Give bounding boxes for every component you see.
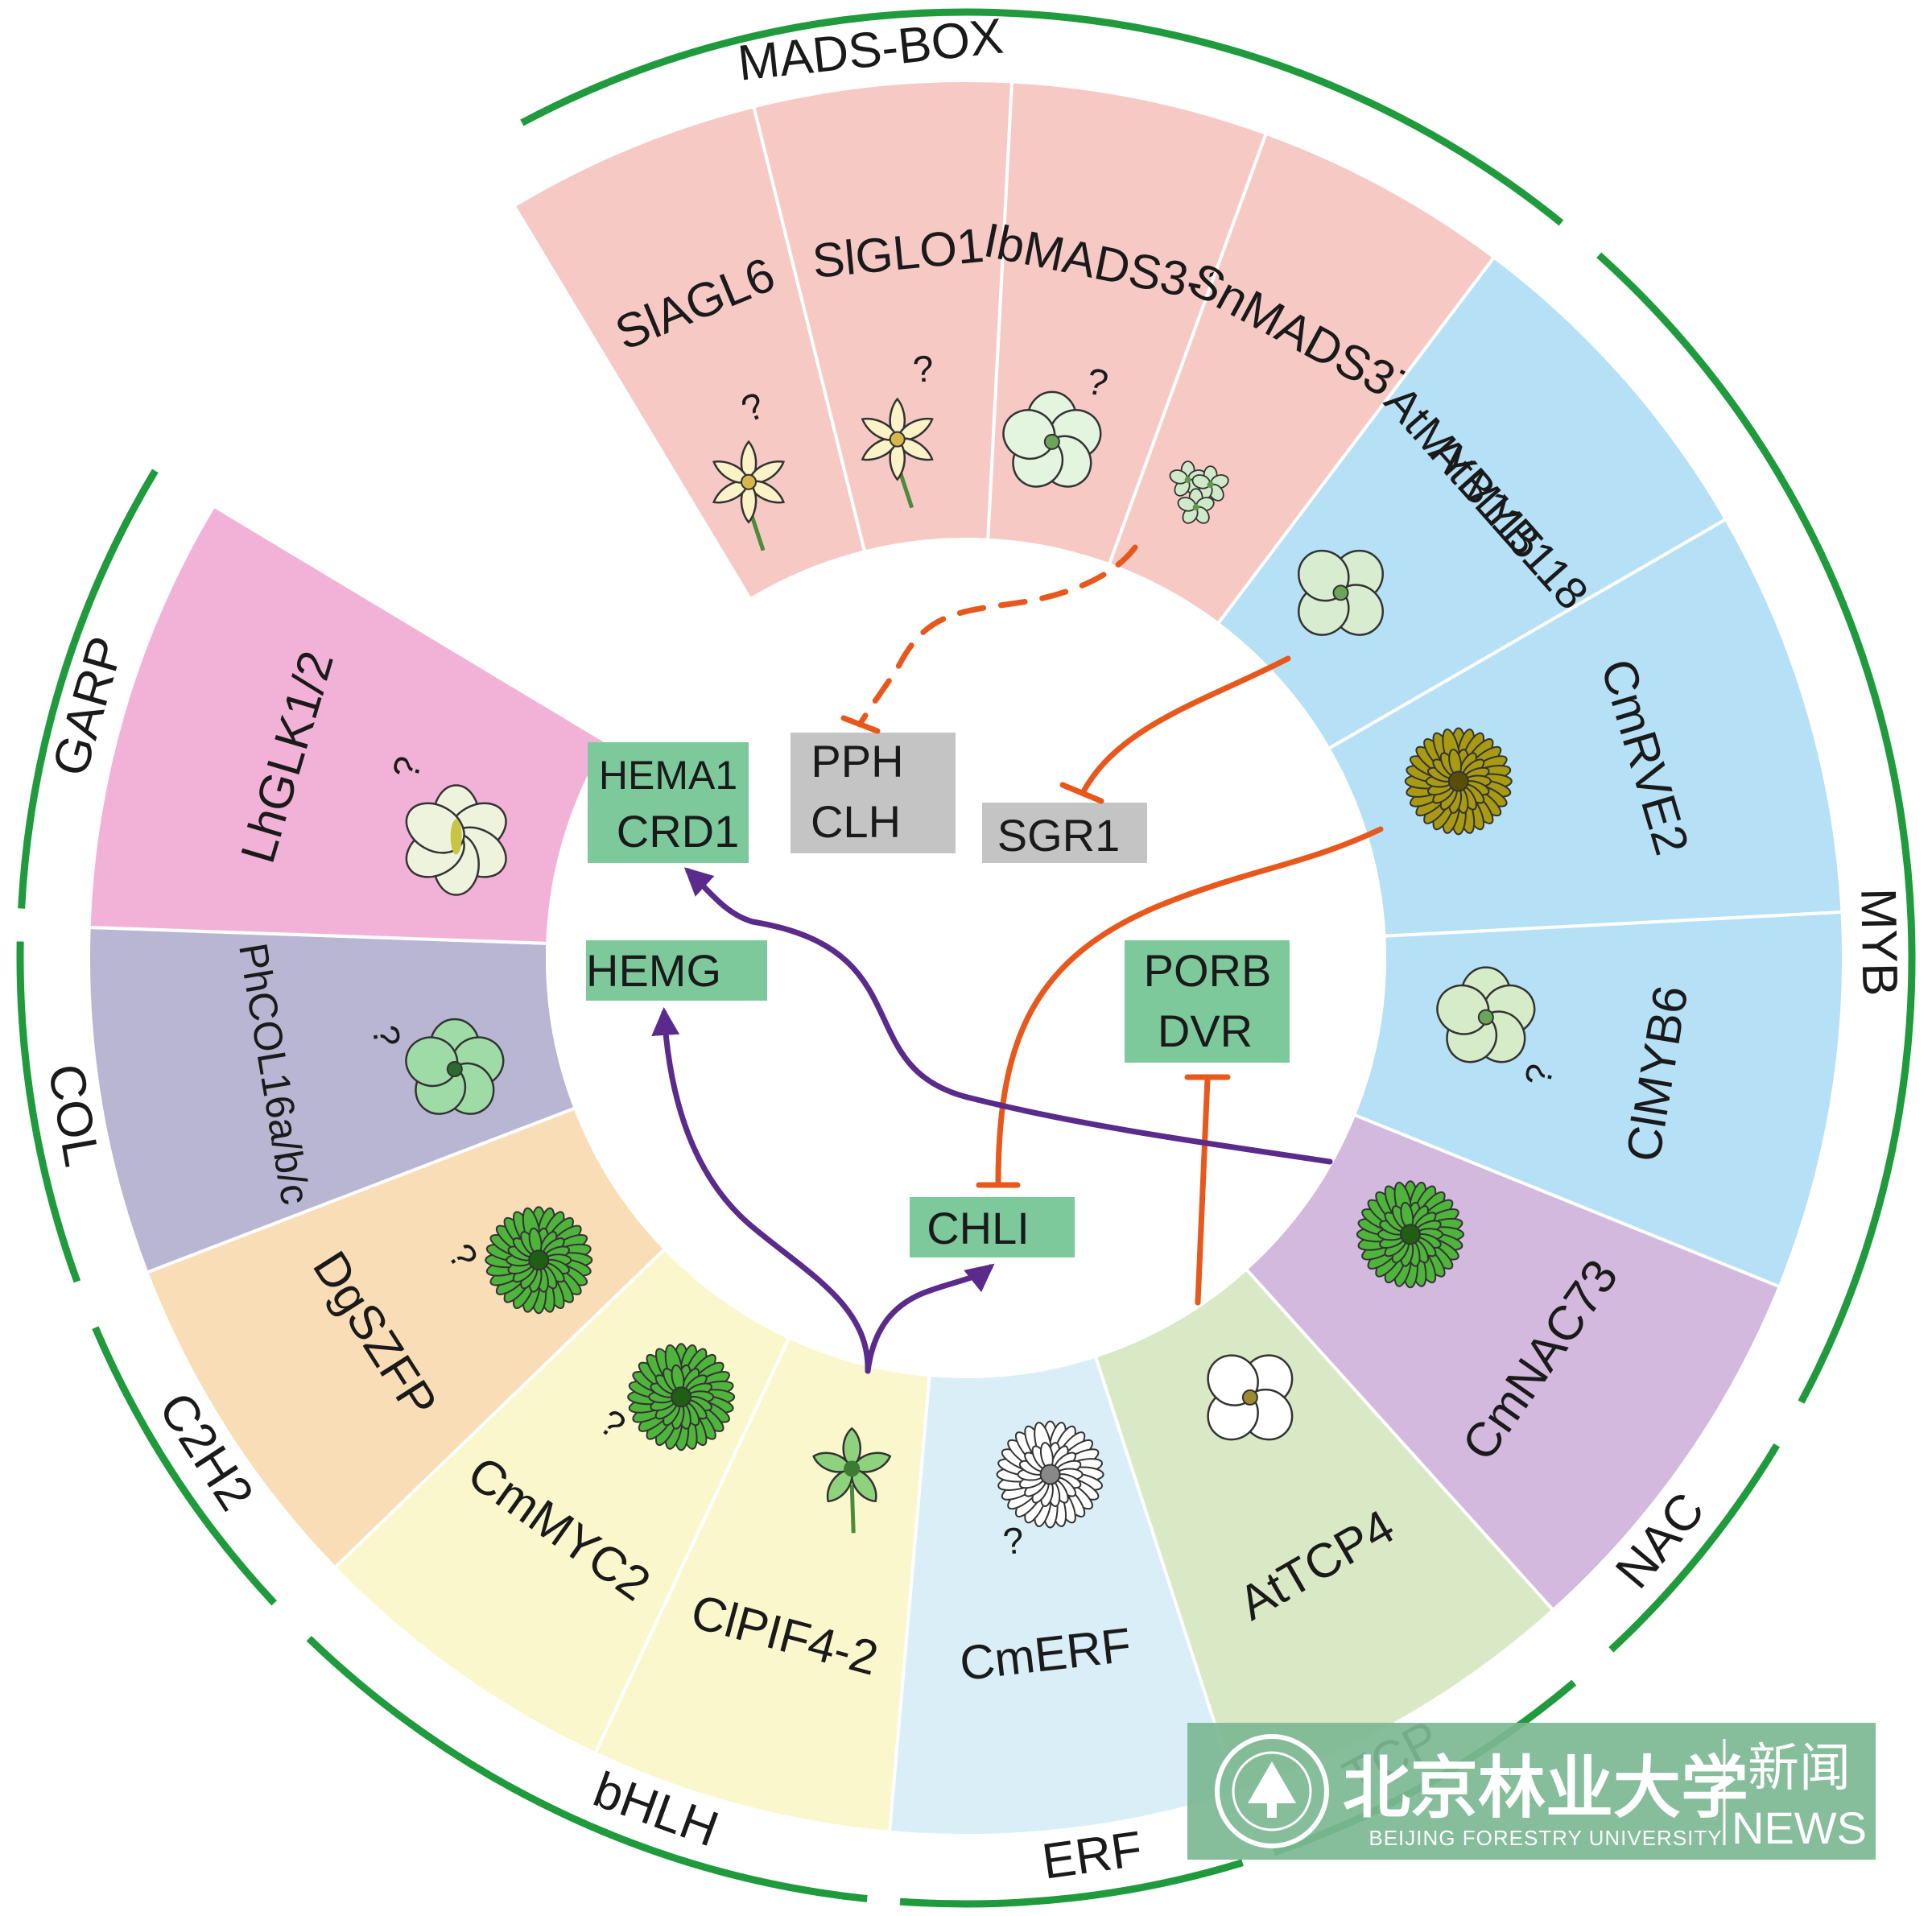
target-pph-clh: PPH CLH	[791, 733, 956, 853]
university-seal-icon	[1215, 1734, 1329, 1848]
target-box	[588, 742, 749, 863]
family-label: ERF	[1038, 1821, 1145, 1890]
flower-icon	[627, 1343, 736, 1451]
flower-icon	[405, 784, 507, 896]
target-hemg: HEMG	[586, 940, 767, 1001]
flower-icon	[1404, 727, 1513, 836]
flower-icon	[996, 1420, 1104, 1529]
edge-clpif-activates-hemg	[651, 1007, 871, 1374]
family-arc	[306, 1635, 868, 1903]
sector-cmnac73: CmNAC73	[1244, 1113, 1782, 1612]
flower-icon	[485, 1206, 593, 1315]
flower-icon	[1169, 460, 1229, 524]
sector-ring: SlAGL6?SlGLO1?IbMADS3-1?SnMADS37AtMYB115…	[87, 79, 1845, 1837]
target-label: SGR1	[997, 810, 1121, 861]
sector-wedge	[87, 503, 610, 945]
flower-icon	[405, 1018, 505, 1115]
target-label: PPH	[811, 736, 903, 787]
flower-icon	[1298, 549, 1384, 636]
family-myb: MYB	[1596, 252, 1916, 1404]
edge-attcp4-represses-porb	[1195, 1076, 1211, 1306]
target-label: HEMA1	[599, 753, 737, 798]
flower-icon	[861, 397, 934, 509]
unknown-mark: ?	[1001, 1518, 1026, 1563]
target-label: CLH	[811, 796, 901, 847]
family-arc	[520, 8, 1564, 226]
regulatory-edges	[651, 544, 1384, 1374]
sector-cmrve2: CmRVE2	[1326, 517, 1844, 938]
flower-icon	[812, 1427, 892, 1534]
sector-clmyb6: ClMYB6?	[1352, 910, 1845, 1289]
target-label: CHLI	[927, 1203, 1030, 1253]
flower-icon	[1207, 1354, 1294, 1441]
sector-cmerf: CmERF?	[887, 1354, 1240, 1837]
family-arc	[1596, 252, 1916, 1404]
target-box	[1125, 940, 1290, 1063]
edge-cmnac73-activates-hema1	[683, 867, 1333, 1165]
target-label: CRD1	[617, 806, 739, 857]
target-hema1-crd1: HEMA1 CRD1	[588, 742, 749, 863]
sector-snmads: SnMADS37	[1107, 131, 1496, 626]
flower-icon	[1356, 1180, 1464, 1289]
sector-phcol: PhCOL16a/b/c?	[87, 925, 578, 1275]
target-label: DVR	[1158, 1005, 1253, 1056]
watermark-news-en: NEWS	[1732, 1802, 1867, 1853]
target-box	[982, 803, 1147, 863]
watermark-university-cn: 北京林业大学	[1343, 1748, 1748, 1827]
target-porb-dvr: PORB DVR	[1125, 940, 1290, 1063]
target-label: HEMG	[586, 945, 721, 996]
edge-clpif-activates-chli	[865, 1263, 995, 1374]
sector-ibmads: IbMADS3-1?	[980, 80, 1269, 567]
flower-icon	[1002, 390, 1102, 488]
family-arc	[18, 469, 159, 909]
inhibit-bar	[840, 715, 881, 734]
watermark-news-cn: 新闻	[1748, 1739, 1851, 1798]
family-label: MYB	[1850, 887, 1907, 997]
sector-clpif: ClPIF4-2	[592, 1335, 931, 1835]
ring-outline	[546, 538, 1386, 1378]
target-box	[791, 733, 956, 853]
sector-slglo1: SlGLO1?	[751, 79, 1014, 554]
sector-cmmyc2: CmMYC2?	[332, 1246, 791, 1756]
target-box	[910, 1197, 1075, 1257]
watermark-logo: 北京林业大学 BEIJING FORESTRY UNIVERSITY 新闻 NE…	[1187, 1723, 1876, 1860]
sector-slagl6: SlAGL6?	[511, 104, 867, 602]
family-arc	[899, 1859, 1244, 1908]
inhibit-bar	[1059, 782, 1104, 804]
edge-cmrve2-represses-chli	[995, 826, 1384, 1187]
family-arc	[92, 1326, 277, 1606]
family-erf: ERF	[899, 1821, 1244, 1908]
unknown-mark: ?	[911, 347, 935, 390]
target-sgr1: SGR1	[982, 803, 1147, 863]
flower-icon	[1436, 966, 1536, 1063]
target-box	[586, 940, 767, 1001]
family-arc	[1608, 1443, 1781, 1653]
target-label: PORB	[1144, 945, 1272, 996]
target-chli: CHLI	[910, 1197, 1075, 1257]
watermark-university-en: BEIJING FORESTRY UNIVERSITY	[1368, 1826, 1722, 1850]
family-arc	[16, 941, 81, 1283]
flower-icon	[712, 440, 786, 551]
sector-lhglk: LhGLK1/2?	[87, 503, 610, 945]
edge-atmyb-represses-sgr1	[1080, 655, 1291, 796]
target-genes: HEMA1 CRD1 PPH CLH SGR1 HEMG PORB DVR CH…	[586, 733, 1290, 1257]
edge-snmads37-represses-pph	[857, 544, 1138, 728]
